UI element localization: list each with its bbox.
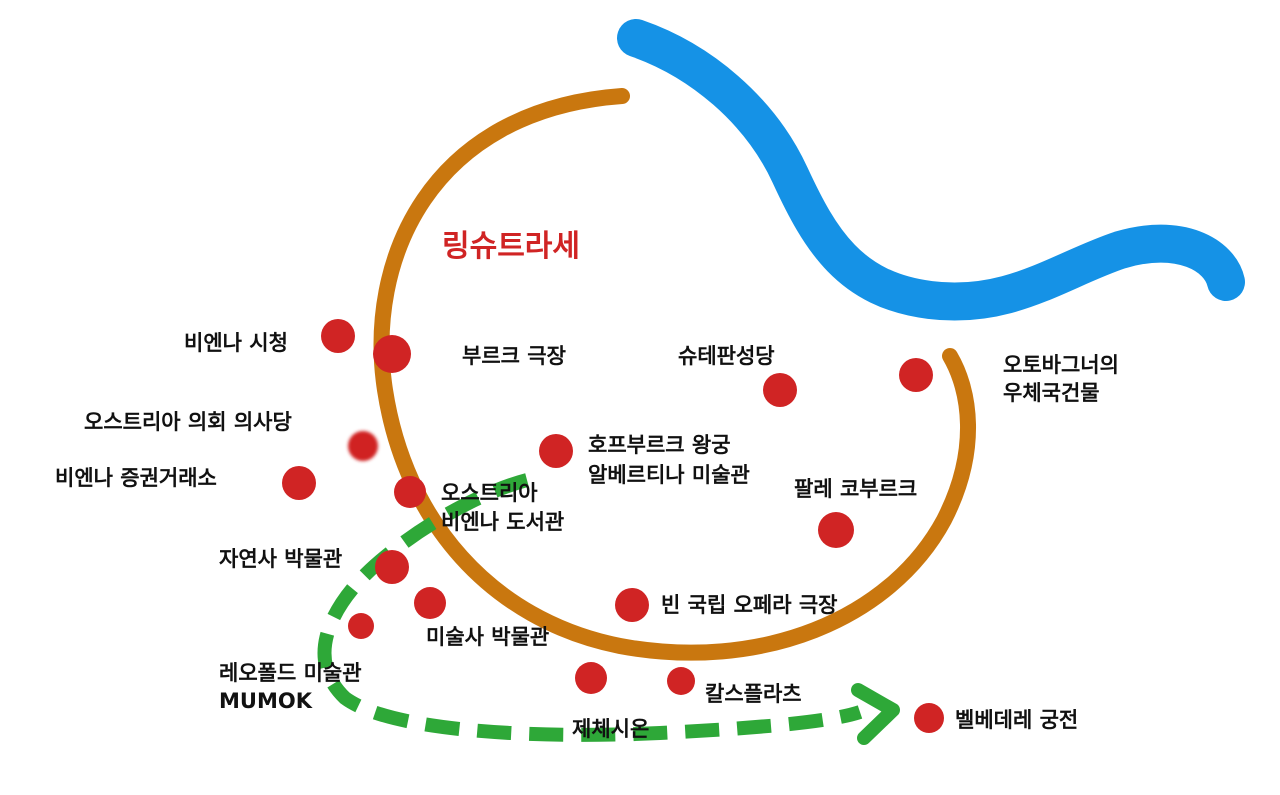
marker-leopold-mumok <box>348 613 374 639</box>
label-hofburg-albertina-line2: 알베르티나 미술관 <box>588 463 750 487</box>
marker-stephansdom <box>763 373 797 407</box>
marker-vienna-city-hall <box>321 319 355 353</box>
label-state-opera: 빈 국립 오페라 극장 <box>661 593 838 617</box>
label-postal-savings-bank-line1: 오토바그너의 <box>1003 353 1119 377</box>
marker-state-opera <box>615 588 649 622</box>
label-stock-exchange: 비엔나 증권거래소 <box>55 466 217 490</box>
landmark-labels: 비엔나 시청 부르크 극장 슈테판성당 오토바그너의 우체국건물 오스트리아 의… <box>55 331 1119 741</box>
river <box>617 19 1245 321</box>
marker-natural-history-museum <box>375 550 409 584</box>
label-national-library-line2: 비엔나 도서관 <box>441 510 564 534</box>
marker-national-library <box>394 476 426 508</box>
label-karlsplatz: 칼스플라츠 <box>705 682 802 706</box>
marker-burgtheater <box>373 335 411 373</box>
label-postal-savings-bank-line2: 우체국건물 <box>1003 381 1100 405</box>
marker-palais-coburg <box>818 512 854 548</box>
landmark-markers <box>282 319 944 733</box>
marker-stock-exchange <box>282 466 316 500</box>
route-arrow-head <box>851 683 900 745</box>
marker-hofburg-albertina <box>539 434 573 468</box>
label-stephansdom: 슈테판성당 <box>678 344 775 368</box>
label-national-library-line1: 오스트리아 <box>441 481 538 505</box>
label-natural-history-museum: 자연사 박물관 <box>219 547 342 571</box>
label-secession: 제체시온 <box>572 717 649 741</box>
label-leopold-mumok-line2: MUMOK <box>219 689 313 713</box>
marker-postal-savings-bank <box>899 358 933 392</box>
label-palais-coburg: 팔레 코부르크 <box>794 477 917 501</box>
label-vienna-city-hall: 비엔나 시청 <box>184 331 288 355</box>
walking-route <box>317 473 863 742</box>
marker-belvedere <box>914 703 944 733</box>
label-burgtheater: 부르크 극장 <box>462 344 566 368</box>
label-hofburg-albertina-line1: 호프부르크 왕궁 <box>588 433 731 457</box>
label-art-history-museum: 미술사 박물관 <box>426 625 549 649</box>
ringstrasse-ring <box>373 88 976 661</box>
marker-art-history-museum <box>414 587 446 619</box>
label-parliament: 오스트리아 의회 의사당 <box>84 410 292 434</box>
marker-karlsplatz <box>667 667 695 695</box>
marker-parliament <box>348 431 378 461</box>
label-belvedere: 벨베데레 궁전 <box>955 708 1078 732</box>
map-title: 링슈트라세 <box>442 229 580 264</box>
marker-secession <box>575 662 607 694</box>
label-leopold-mumok-line1: 레오폴드 미술관 <box>219 661 362 685</box>
